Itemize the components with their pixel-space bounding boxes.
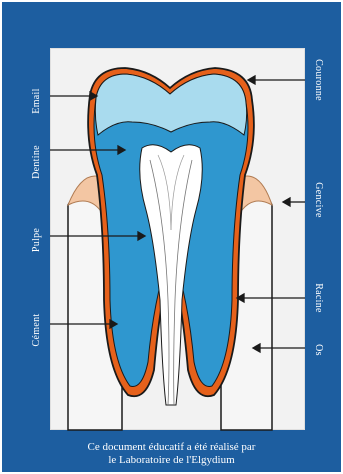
arrow-head bbox=[248, 76, 255, 84]
label-gencive: Gencive bbox=[313, 182, 323, 217]
label-pulpe: Pulpe bbox=[32, 228, 42, 252]
arrow-head bbox=[283, 198, 290, 206]
label-cement: Cément bbox=[32, 314, 42, 347]
label-email: Email bbox=[32, 88, 42, 113]
label-racine: Racine bbox=[313, 283, 323, 313]
label-dentine: Dentine bbox=[32, 145, 42, 179]
footer-caption: Ce document éducatif a été réalisé par l… bbox=[0, 441, 343, 467]
label-os: Os bbox=[313, 344, 323, 356]
label-couronne: Couronne bbox=[313, 59, 323, 101]
footer-line-2: le Laboratoire de l'Elgydium bbox=[0, 454, 343, 467]
footer-line-1: Ce document éducatif a été réalisé par bbox=[0, 441, 343, 454]
